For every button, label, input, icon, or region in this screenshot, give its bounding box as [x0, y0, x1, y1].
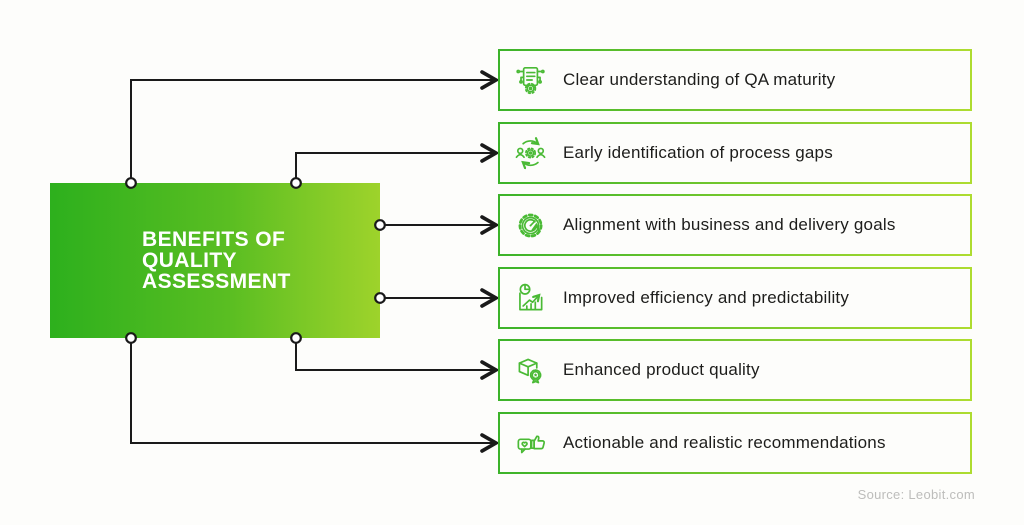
benefit-card-inner: Alignment with business and delivery goa… [500, 196, 970, 254]
qa-maturity-report-icon [512, 62, 548, 98]
benefit-card: Actionable and realistic recommendations [498, 412, 972, 474]
benefit-card: Alignment with business and delivery goa… [498, 194, 972, 256]
package-award-icon [512, 352, 548, 388]
main-title-line-2: QUALITY [142, 249, 237, 272]
growth-chart-icon [512, 280, 548, 316]
benefit-card-inner: Improved efficiency and predictability [500, 269, 970, 327]
connector-benefit-2 [295, 143, 500, 183]
main-title-line-3: ASSESSMENT [142, 270, 291, 293]
benefit-label: Enhanced product quality [563, 360, 760, 379]
source-note: Source: Leobit.com [857, 487, 975, 502]
benefit-card: Clear understanding of QA maturity [498, 49, 972, 111]
benefit-card-inner: Enhanced product quality [500, 341, 970, 399]
benefit-label: Improved efficiency and predictability [563, 288, 850, 307]
benefit-card-inner: Actionable and realistic recommendations [500, 414, 970, 472]
benefit-label: Clear understanding of QA maturity [563, 70, 836, 89]
benefit-card: Improved efficiency and predictability [498, 267, 972, 329]
benefit-card: Early identification of process gaps [498, 122, 972, 184]
benefit-card: Enhanced product quality [498, 339, 972, 401]
benefit-label: Early identification of process gaps [563, 143, 833, 162]
connector-benefit-6 [130, 338, 500, 453]
connector-benefit-5 [295, 338, 500, 380]
benefit-label: Alignment with business and delivery goa… [563, 215, 896, 234]
connector-benefit-1 [130, 70, 500, 183]
main-topic-box: BENEFITS OF QUALITY ASSESSMENT [50, 183, 380, 338]
main-title: BENEFITS OF QUALITY ASSESSMENT [142, 229, 380, 292]
gear-target-icon [512, 207, 548, 243]
benefit-card-inner: Early identification of process gaps [500, 124, 970, 182]
feedback-thumbs-up-icon [512, 425, 548, 461]
benefit-label: Actionable and realistic recommendations [563, 433, 886, 452]
people-gear-cycle-icon [512, 135, 548, 171]
main-title-line-1: BENEFITS OF [142, 228, 286, 251]
benefit-card-inner: Clear understanding of QA maturity [500, 51, 970, 109]
